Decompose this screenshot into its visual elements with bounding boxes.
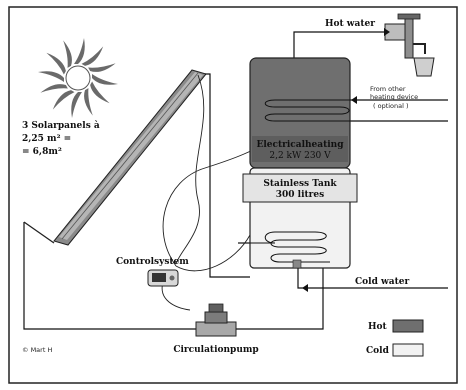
legend: Hot Cold (366, 319, 424, 357)
solar-panels-label-2: 2,25 m² = (22, 134, 71, 144)
panel-support (23, 221, 55, 244)
credit-text: © Mart H (22, 346, 52, 354)
control-system-label: Controlsystem (116, 257, 189, 267)
flow-arrows (302, 28, 390, 292)
cold-water-label: Cold water (355, 277, 409, 287)
upper-heat-exchanger (264, 99, 350, 122)
other-heating-label-2: heating device (370, 93, 418, 101)
solar-panel (23, 69, 207, 253)
other-heating-label-1: From other (370, 85, 406, 93)
hot-water-label: Hot water (325, 19, 375, 29)
tank-capacity: 300 litres (276, 190, 324, 200)
legend-cold-label: Cold (366, 346, 390, 356)
legend-cold-swatch (392, 343, 424, 357)
electric-heating-label: Electricalheating (256, 140, 344, 150)
other-heating-label-3: ( optional ) (373, 102, 409, 110)
legend-hot-label: Hot (368, 322, 388, 332)
tank-label: Stainless Tank (263, 179, 337, 189)
tap-icon (384, 13, 435, 77)
control-system-icon (147, 269, 179, 287)
sun-icon (38, 38, 118, 118)
solar-heat-exchanger (250, 231, 330, 263)
stainless-tank: Electricalheating 2,2 kW 230 V Stainless… (242, 57, 358, 269)
solar-panels-label-1: 3 Solarpanels à (22, 120, 100, 131)
tank-label-box (242, 173, 358, 203)
bucket-icon (413, 57, 435, 77)
pump-icon (195, 303, 237, 337)
electric-heating-spec: 2,2 kW 230 V (269, 151, 331, 161)
circulation-pump-label: Circulationpump (173, 345, 258, 355)
legend-hot-swatch (392, 319, 424, 333)
solar-panels-label-3: = 6,8m² (22, 147, 62, 157)
